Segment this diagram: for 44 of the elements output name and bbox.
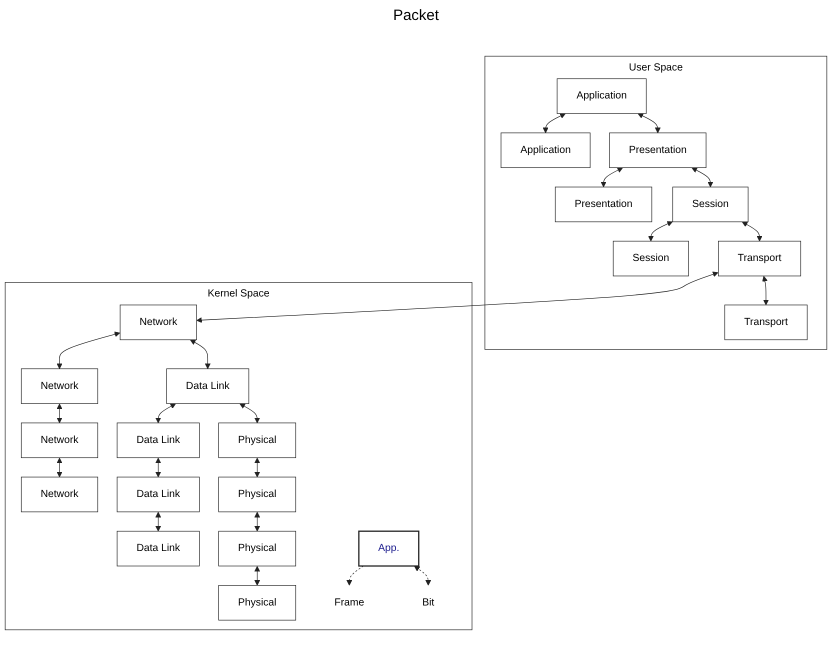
node-box: Data Link: [116, 422, 200, 458]
node-box: Network: [20, 368, 98, 404]
node-box: Physical: [218, 422, 296, 458]
arrow: [742, 222, 762, 242]
node-box: Presentation: [554, 186, 652, 222]
arrow: [414, 566, 432, 586]
arrow: [692, 168, 714, 188]
arrow: [254, 512, 260, 532]
arrow: [240, 403, 260, 424]
node-box: Data Link: [116, 530, 200, 566]
node-box: Network: [120, 304, 197, 340]
arrow: [190, 340, 211, 370]
node-box: Physical: [218, 585, 296, 620]
node-box: Session: [672, 186, 748, 222]
arrow: [254, 566, 260, 586]
node-box: Network: [20, 476, 98, 512]
arrow: [196, 272, 718, 323]
arrow: [56, 404, 62, 424]
arrow: [56, 332, 120, 370]
arrow: [254, 458, 260, 478]
node-box: App.: [358, 530, 420, 567]
node-text: Frame: [334, 596, 364, 608]
arrow: [155, 512, 162, 532]
note-text: Packet: [393, 6, 439, 24]
node-box: Transport: [724, 304, 808, 340]
node-box: Application: [556, 78, 647, 114]
node-box: Physical: [218, 476, 296, 512]
node-text: Bit: [422, 596, 434, 608]
arrow: [762, 276, 769, 306]
node-box: Presentation: [609, 132, 706, 168]
arrow: [155, 403, 176, 424]
node-box: Application: [500, 132, 590, 168]
arrow: [56, 458, 62, 478]
node-box: Data Link: [166, 368, 250, 404]
node-box: Data Link: [116, 476, 200, 512]
arrow: [542, 113, 566, 134]
node-box: Physical: [218, 530, 296, 566]
node-box: Session: [612, 240, 689, 276]
node-box: Transport: [718, 240, 802, 276]
node-box: Network: [20, 422, 98, 458]
arrow: [155, 458, 162, 478]
arrow: [638, 113, 661, 134]
arrow: [648, 221, 673, 242]
arrow: [600, 168, 623, 188]
